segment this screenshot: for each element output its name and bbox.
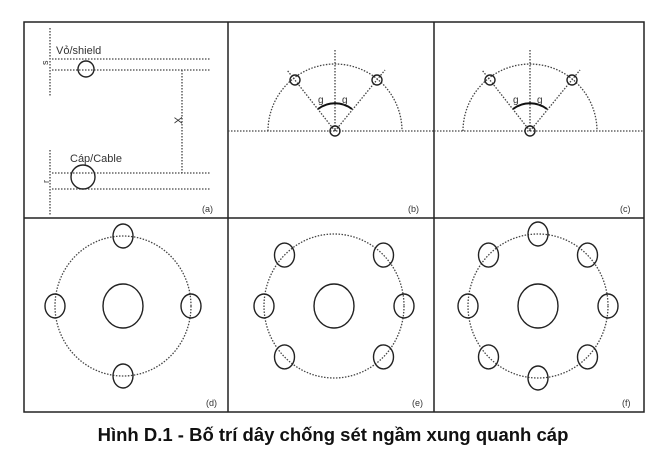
shield-label: Vỏ/shield [56,45,101,57]
conductor [253,293,275,319]
cable-circle [524,125,536,137]
conductor [477,242,500,268]
conductor [597,293,619,319]
cable-circle [517,283,559,329]
panel-f: (f) [457,221,631,408]
conductor [566,74,578,86]
conductor [112,363,134,389]
panel-tag-e: (e) [412,398,423,408]
conductor [273,242,296,268]
cable-circle [102,283,144,329]
conductor [289,74,301,86]
angle-label-right: g [342,95,348,106]
conductor [112,223,134,249]
panel-d: (d) [44,223,217,408]
conductor [44,293,66,319]
placement-ring [263,233,405,379]
outer-frame [23,21,645,413]
conductor [180,293,202,319]
conductor [527,221,549,247]
panel-tag-a: (a) [202,204,213,214]
placement-ring [54,235,192,377]
angle-label-left: g [513,95,519,106]
conductor [457,293,479,319]
angle-label-left: g [318,95,324,106]
dim-r-label: r [41,180,51,183]
dim-s-label: s [40,60,50,65]
figure-caption: Hình D.1 - Bố trí dây chống sét ngầm xun… [97,424,569,445]
conductor [393,293,415,319]
conductor [371,74,383,86]
panel-a: Vỏ/shield Cáp/Cable s X r (a) [40,28,213,216]
angle-label-right: g [537,95,543,106]
panel-e: (e) [253,233,423,408]
conductor [477,344,500,370]
conductor [273,344,296,370]
panel-tag-d: (d) [206,398,217,408]
cable-circle [329,125,341,137]
panel-tag-f: (f) [622,398,631,408]
conductor [576,242,599,268]
panel-c: g g (c) [434,50,644,214]
shield-conductor [77,60,95,78]
conductor [576,344,599,370]
dim-x-label: X [173,116,185,124]
cable-circle [70,164,96,190]
cable-circle [313,283,355,329]
placement-ring [467,233,609,379]
panel-tag-c: (c) [620,204,631,214]
conductor [484,74,496,86]
conductor [527,365,549,391]
cable-label: Cáp/Cable [70,153,122,165]
panel-tag-b: (b) [408,204,419,214]
conductor [372,242,395,268]
conductor [372,344,395,370]
panel-b: g g (b) [228,50,434,214]
